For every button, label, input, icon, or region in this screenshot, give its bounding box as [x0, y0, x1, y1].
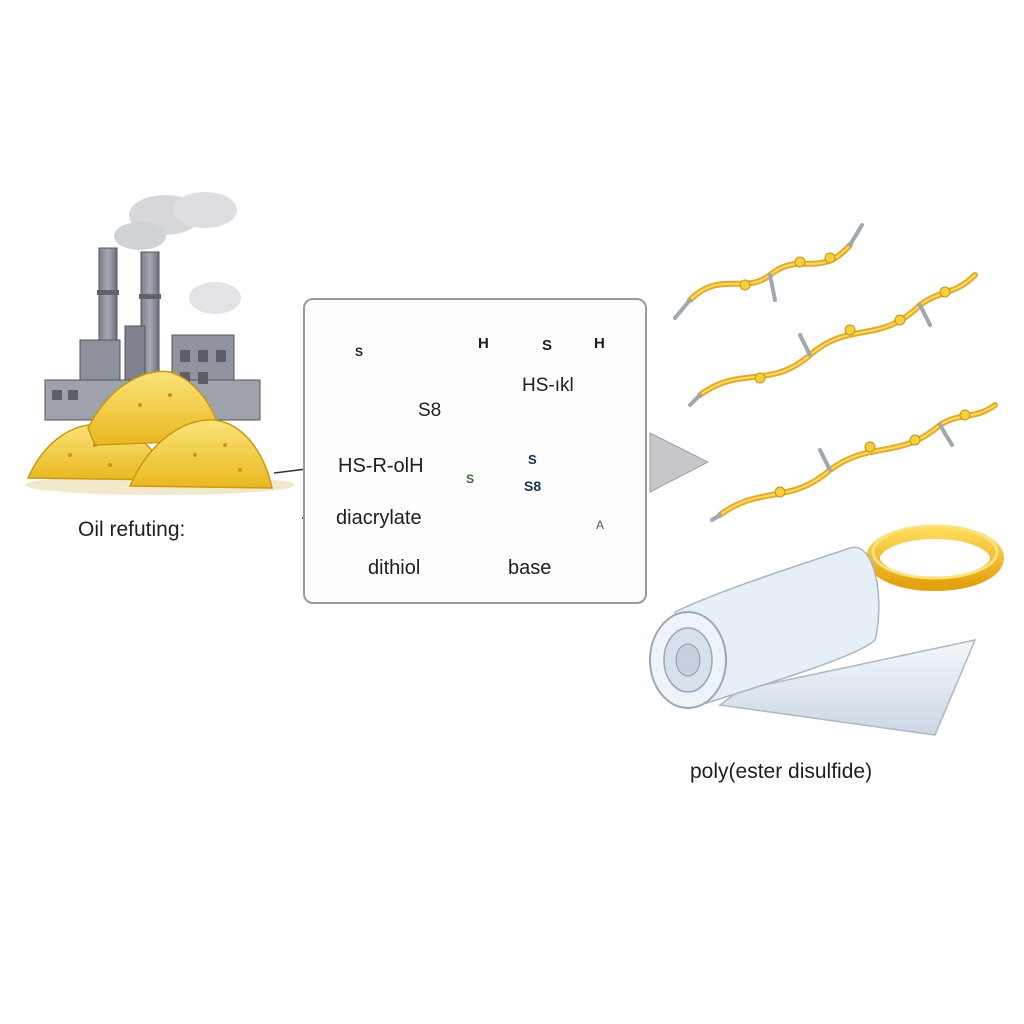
chain-letter-3: H: [594, 335, 605, 352]
vial-upper-label: S: [528, 452, 537, 467]
hs-top-label: HS-ıkl: [522, 375, 574, 396]
chain-letter-1: H: [478, 335, 489, 352]
product-label: poly(ester disulfide): [690, 760, 873, 783]
hs-r-label: HS-R-olH: [338, 455, 424, 477]
film-roll-icon: [649, 546, 977, 736]
chain-letter-2: S: [542, 337, 553, 354]
polymer-chain-icon: [673, 223, 998, 522]
ring-icon: [866, 524, 1004, 591]
dithiol-label: dithiol: [368, 557, 421, 579]
s8-ring-label: S: [355, 345, 364, 359]
sulfur-pile-icon: [25, 370, 295, 495]
diacrylate-label: diacrylate: [336, 507, 422, 529]
left-label: Oil refuting:: [78, 518, 186, 541]
flask-label: A: [596, 518, 605, 532]
reaction-scheme-panel: [303, 298, 647, 604]
arrow-icon: [649, 432, 710, 493]
vial-lower-label: S8: [524, 478, 542, 494]
small-s-label: S: [466, 472, 475, 486]
base-label: base: [508, 557, 552, 579]
s8-label: S8: [418, 400, 442, 421]
